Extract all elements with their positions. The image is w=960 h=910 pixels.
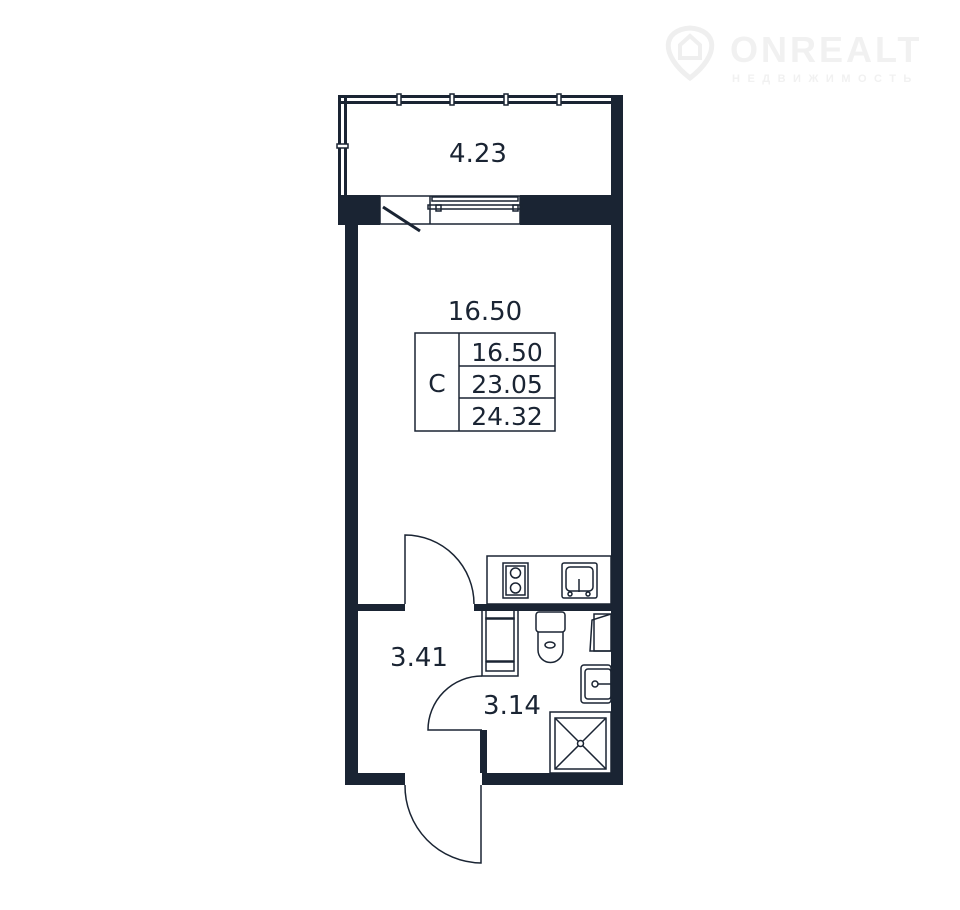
watermark-pin-icon [665,25,715,82]
apartment-type: С [428,369,445,398]
washing-machine-icon [481,606,519,677]
walls [338,95,623,785]
living-area-label: 16.50 [448,297,522,327]
bathroom-area-label: 3.14 [483,691,541,721]
kitchen-counter [486,555,612,605]
shower-tray-icon [549,711,612,774]
watermark-brand: ONREALT [730,29,922,70]
stove-icon [502,562,529,599]
watermark-logo: ONREALT НЕДВИЖИМОСТЬ [665,25,922,85]
cabinet-icon [589,613,612,652]
hall-area-label: 3.41 [390,643,448,673]
bathroom-fixtures [481,606,612,774]
doors [404,534,483,864]
balcony-door [379,195,523,233]
total-area-value: 23.05 [471,370,543,399]
total-with-balcony-value: 24.32 [471,402,543,431]
kitchen-sink-icon [561,562,598,599]
entry-door [404,784,482,864]
watermark-tagline: НЕДВИЖИМОСТЬ [732,73,919,85]
balcony-rail-posts [336,93,562,149]
living-area-value: 16.50 [471,338,543,367]
room-door [404,534,475,605]
bathroom-sink-icon [580,664,612,704]
bathroom-door [427,675,483,731]
balcony-area-label: 4.23 [449,139,507,169]
toilet-icon [535,611,566,664]
area-summary-table: С 16.50 23.05 24.32 [414,332,556,432]
